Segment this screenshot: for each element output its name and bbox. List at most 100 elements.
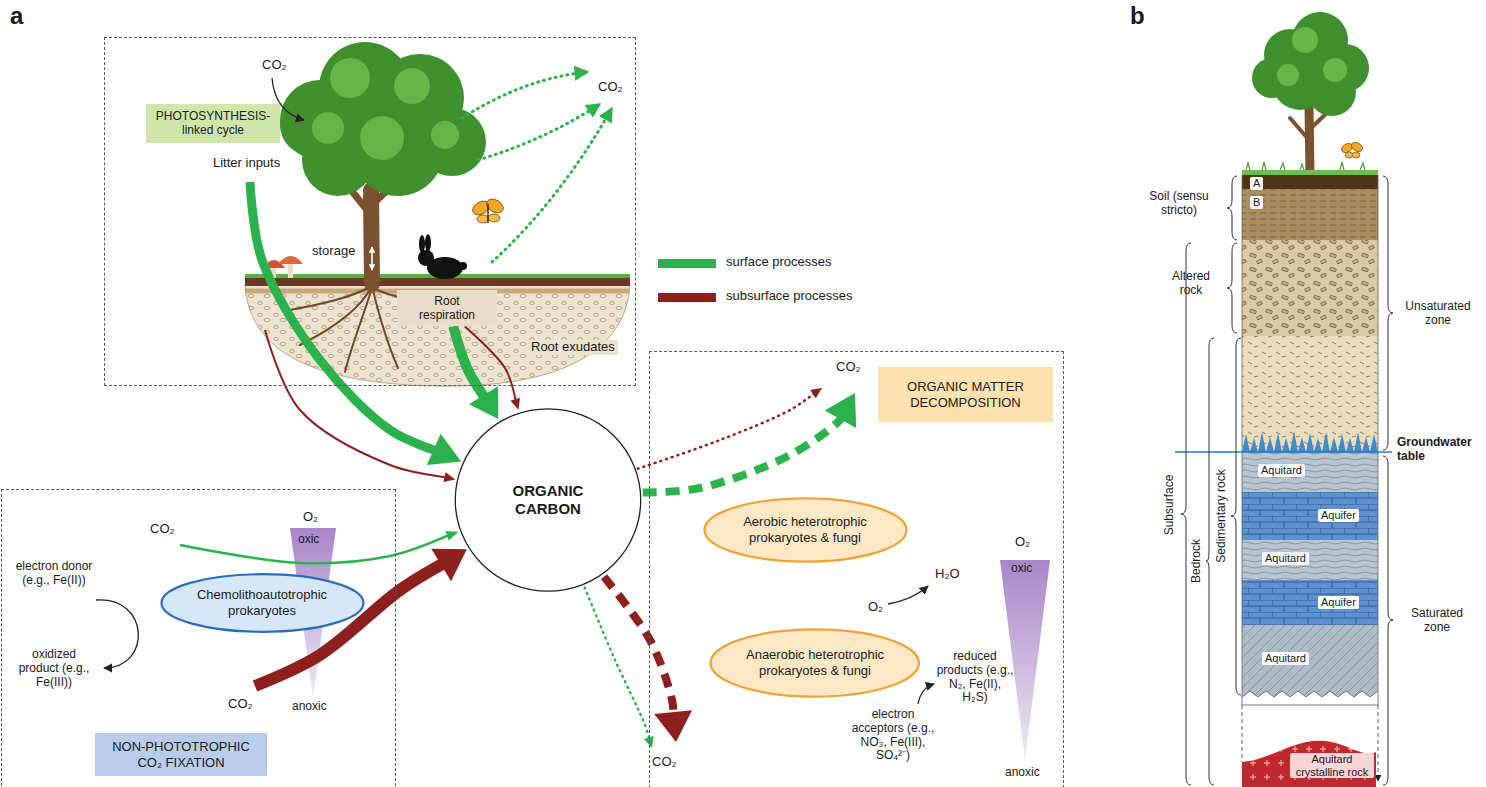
canopy-highlight xyxy=(330,58,370,98)
arrow-head xyxy=(644,736,654,748)
layer-label: Aquifer xyxy=(1318,596,1359,609)
gradient-label: oxic xyxy=(298,533,319,547)
reaction-arrow xyxy=(96,600,138,668)
legend-text: surface processes xyxy=(726,254,832,269)
canopy-highlight xyxy=(394,68,430,104)
connector-line xyxy=(465,326,516,401)
tree-small-highlight xyxy=(1277,64,1299,86)
flow-label: storage xyxy=(312,244,355,259)
connector-line xyxy=(604,577,674,718)
arrow-head xyxy=(510,398,520,410)
zone-label: Soil (sensu stricto) xyxy=(1136,190,1222,218)
zone-label: Unsaturated zone xyxy=(1398,300,1478,328)
zone-label: Altered rock xyxy=(1160,270,1222,298)
layer-letter: A xyxy=(1250,177,1263,190)
legend-text: subsurface processes xyxy=(726,288,852,303)
butterfly-small xyxy=(1350,141,1364,154)
layer-label: Aquitard xyxy=(1258,464,1305,477)
tree-small-highlight xyxy=(1292,27,1318,53)
process-box: Root respiration xyxy=(397,290,497,327)
bracket xyxy=(1231,338,1241,695)
pool-circle-outline xyxy=(455,409,640,591)
reaction-arrow xyxy=(918,684,934,704)
canopy-highlight xyxy=(431,121,459,149)
connector xyxy=(604,577,692,742)
soil-column xyxy=(1242,705,1243,762)
region-heading: ORGANIC MATTER DECOMPOSITION xyxy=(878,367,1053,422)
soil-column xyxy=(1242,580,1378,625)
chemical-label: CO₂ xyxy=(652,755,677,770)
bracket xyxy=(1383,176,1393,450)
region-heading: PHOTOSYNTHESIS- linked cycle xyxy=(146,104,280,143)
butterfly xyxy=(487,204,489,223)
bracket xyxy=(1181,176,1393,785)
node-text: Chemolithoautotrophic prokaryotes xyxy=(187,587,337,618)
node-text: ORGANIC CARBON xyxy=(493,482,603,518)
legend-swatch xyxy=(658,293,716,302)
oxygen-gradient xyxy=(1000,560,1050,760)
soil-column xyxy=(1242,240,1378,336)
arrow-head xyxy=(431,549,467,581)
groundwater-line xyxy=(1175,451,1392,453)
rabbit xyxy=(419,235,425,253)
connector-line xyxy=(453,326,486,400)
mushroom xyxy=(278,256,303,264)
co2-release-arrow xyxy=(462,72,588,118)
zone-label: Sedimentary rock xyxy=(1215,469,1229,562)
reaction-label: oxidized product (e.g., Fe(III)) xyxy=(12,648,96,689)
co2-release-arrow xyxy=(492,108,612,262)
ground-section xyxy=(245,278,630,286)
soil-column xyxy=(1242,492,1378,540)
butterfly xyxy=(477,215,489,223)
arrow-head xyxy=(810,388,822,398)
reaction-label: electron acceptors (e.g., NO₃, Fe(III), … xyxy=(850,708,936,763)
connector xyxy=(585,588,654,748)
mushroom xyxy=(288,262,293,278)
chemical-label: O₂ xyxy=(1015,535,1030,550)
soil-column xyxy=(1242,431,1378,452)
connector xyxy=(465,326,520,409)
reaction-arrow xyxy=(888,586,928,604)
co2-release-arrow xyxy=(478,104,600,160)
soil-column xyxy=(1242,625,1378,697)
arrow-head xyxy=(469,386,498,419)
pool-circle: ORGANIC CARBON xyxy=(453,405,643,595)
bracket xyxy=(1227,243,1237,333)
chemical-label: CO₂ xyxy=(262,58,287,73)
soil-column xyxy=(1242,452,1378,492)
tree-roots xyxy=(372,286,398,368)
connector xyxy=(453,326,498,419)
rabbit xyxy=(459,262,467,270)
chemical-label: O₂ xyxy=(303,510,318,525)
soil-column xyxy=(1242,741,1376,787)
connector xyxy=(180,531,458,563)
organism-ellipse-outline xyxy=(704,498,906,561)
bracket xyxy=(1181,243,1191,785)
organism-ellipse-outline xyxy=(161,574,363,632)
zone-label: Bedrock xyxy=(1190,539,1204,583)
bracket xyxy=(1227,176,1237,240)
soil-column xyxy=(1242,336,1378,452)
organism-ellipse: Anaerobic heterotrophic prokaryotes & fu… xyxy=(708,628,922,698)
bracket xyxy=(1383,456,1393,785)
connector-line xyxy=(638,393,815,469)
layer-label: Aquitard crystalline rock xyxy=(1290,753,1374,778)
layer-label: Aquitard xyxy=(1262,652,1309,665)
organism-ellipse-outline xyxy=(711,629,919,696)
panel-letter: a xyxy=(10,2,23,30)
node-text: Aerobic heterotrophic prokaryotes & fung… xyxy=(730,514,880,545)
chemical-label: CO₂ xyxy=(150,522,175,537)
gradient-label: anoxic xyxy=(1005,766,1040,780)
panel-letter: b xyxy=(1130,2,1145,30)
canopy-highlight xyxy=(312,58,459,160)
node-text: Anaerobic heterotrophic prokaryotes & fu… xyxy=(738,647,893,678)
soil-column xyxy=(1242,175,1378,189)
arrow-head xyxy=(445,531,458,540)
connector-line xyxy=(643,414,844,493)
rabbit xyxy=(418,250,434,266)
soil-column xyxy=(1378,705,1379,781)
connector xyxy=(643,393,856,493)
